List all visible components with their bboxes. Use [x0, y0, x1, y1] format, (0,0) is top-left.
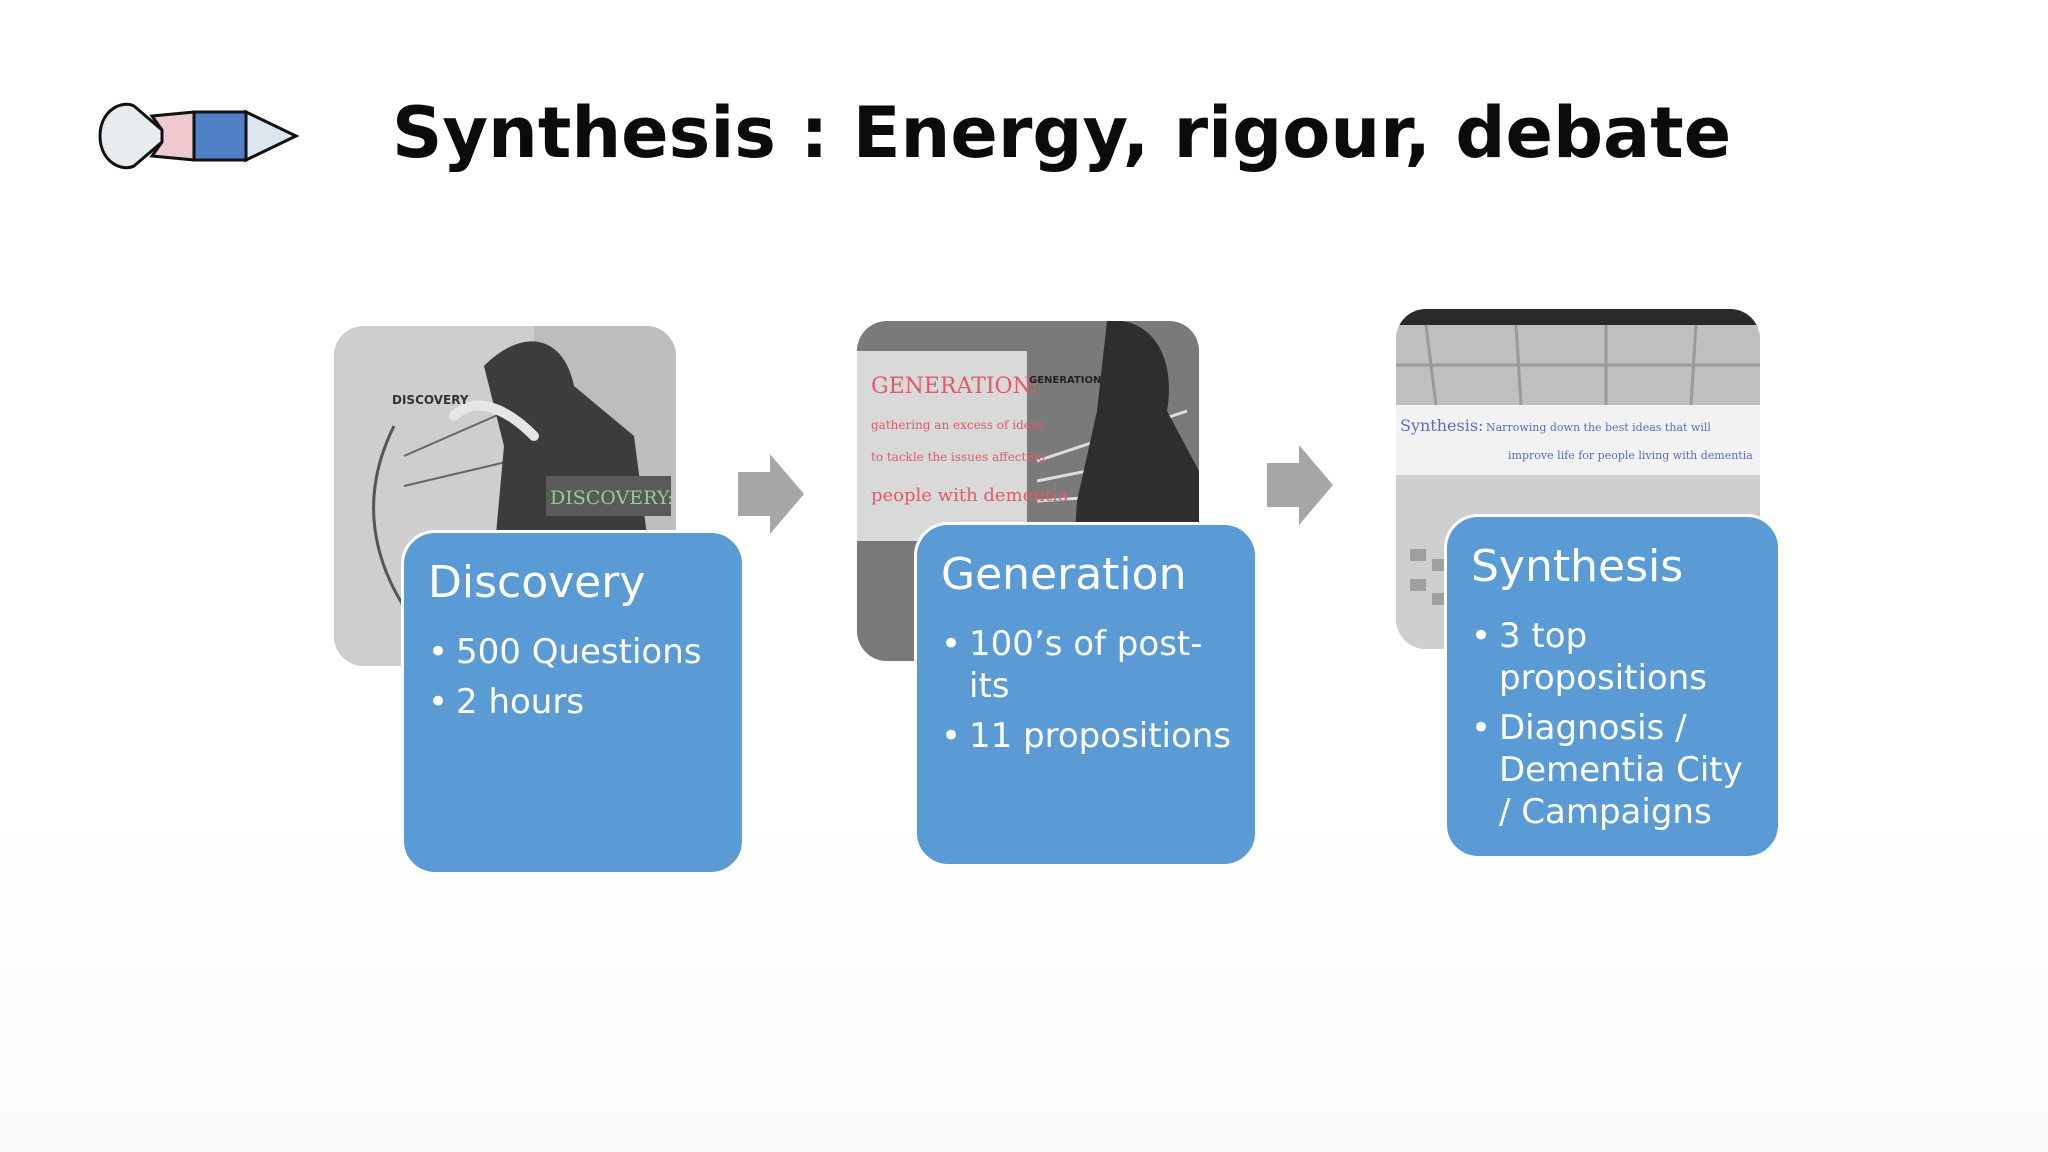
stage-bullets: 100’s of post-its 11 propositions	[941, 623, 1233, 757]
photo-label: GENERATION	[1029, 375, 1101, 386]
photo-label: DISCOVERY	[392, 393, 469, 407]
bullet-item: 11 propositions	[941, 715, 1233, 757]
stage-bullets: 500 Questions 2 hours	[428, 631, 720, 723]
bullet-item: 2 hours	[428, 681, 720, 723]
photo-label: Narrowing down the best ideas that will	[1486, 421, 1711, 434]
chevron-right-arrow-icon	[1267, 445, 1333, 525]
photo-label: DISCOVERY:	[550, 487, 673, 509]
bullet-item: 3 top propositions	[1471, 615, 1756, 699]
stage-card-generation: Generation 100’s of post-its 11 proposit…	[914, 522, 1258, 867]
fish-logo-icon	[98, 103, 300, 169]
stage-title: Synthesis	[1471, 541, 1684, 592]
stage-title: Generation	[941, 549, 1187, 600]
bullet-item: 500 Questions	[428, 631, 720, 673]
photo-label: GENERATION:	[871, 374, 1038, 399]
photo-label: gathering an excess of ideas	[871, 418, 1044, 432]
photo-label: improve life for people living with deme…	[1508, 449, 1753, 462]
bullet-item: Diagnosis / Dementia City / Campaigns	[1471, 707, 1756, 833]
chevron-right-arrow-icon	[738, 454, 804, 534]
stage-card-synthesis: Synthesis 3 top propositions Diagnosis /…	[1444, 514, 1781, 859]
stage-card-discovery: Discovery 500 Questions 2 hours	[401, 530, 745, 875]
bullet-item: 100’s of post-its	[941, 623, 1233, 707]
photo-label: to tackle the issues affecting	[871, 450, 1046, 464]
slide-title: Synthesis : Energy, rigour, debate	[392, 92, 1732, 174]
stage-title: Discovery	[428, 557, 646, 608]
photo-label: Synthesis:	[1400, 416, 1483, 435]
photo-label: people with dementia	[871, 485, 1069, 506]
stage-bullets: 3 top propositions Diagnosis / Dementia …	[1471, 615, 1756, 833]
